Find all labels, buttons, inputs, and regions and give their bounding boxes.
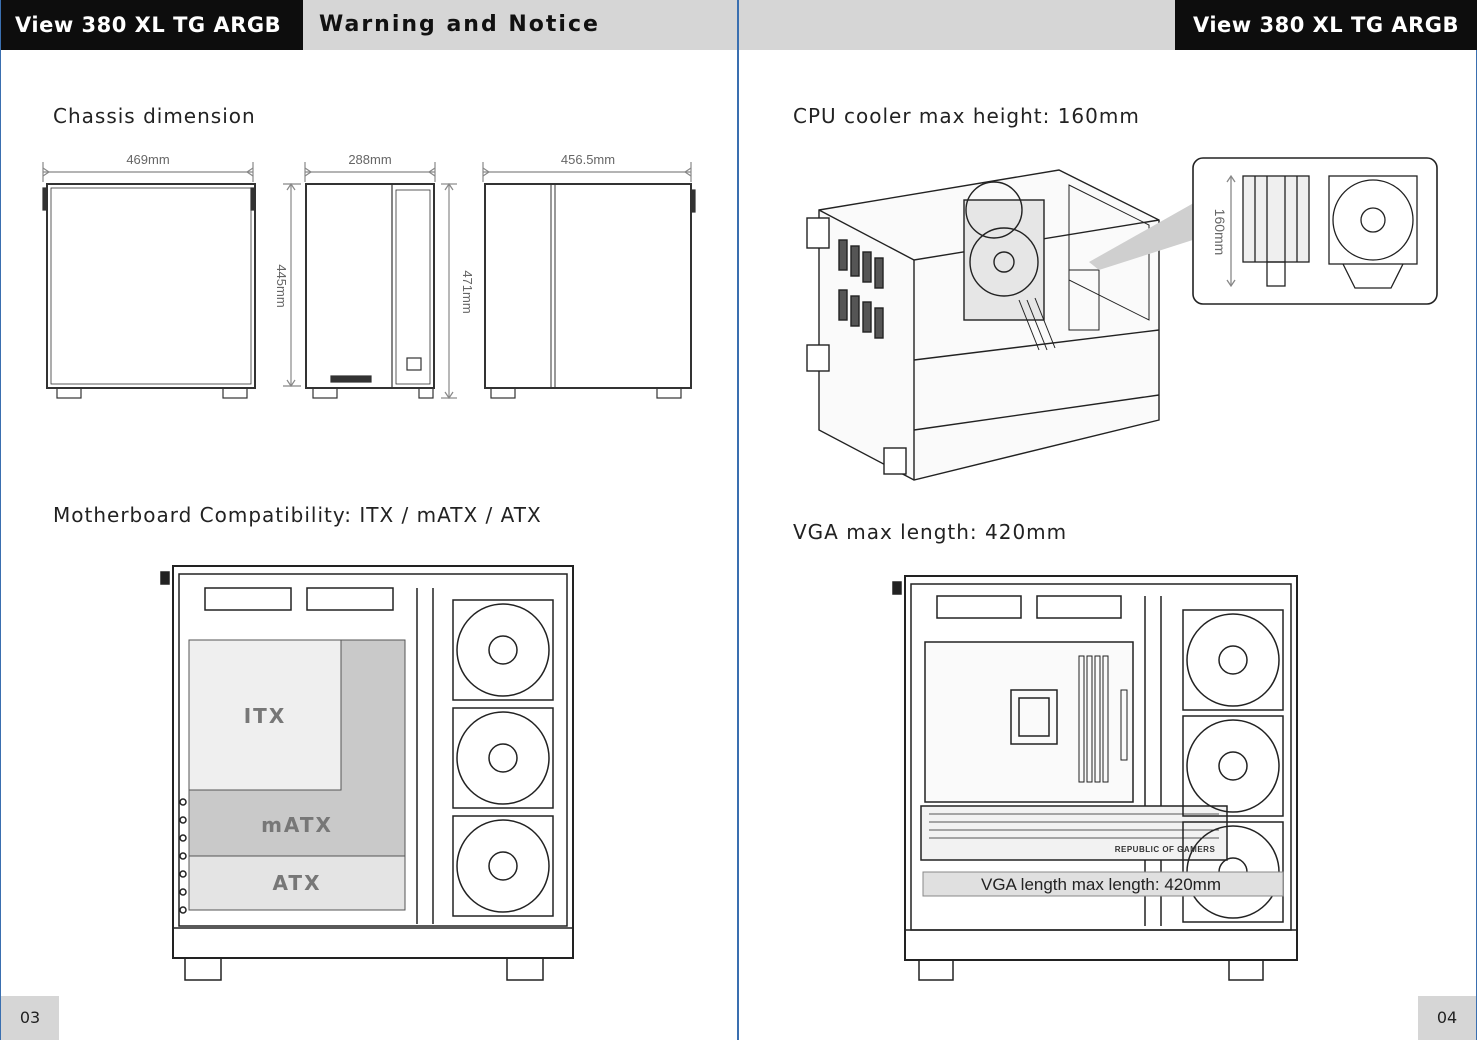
chassis-dimension-title: Chassis dimension: [53, 104, 256, 128]
motherboard-compatibility-diagram: ITX mATX ATX: [160, 565, 574, 981]
cpu-cooler-diagram: 160mm: [806, 157, 1438, 481]
front-view: [46, 183, 256, 389]
brand-label-left: View 380 XL TG ARGB: [1, 0, 303, 50]
chassis-dimension-diagram: 469mm 288mm 456.5mm 445mm 471mm: [42, 152, 696, 400]
dim-depth-label: 288mm: [348, 152, 391, 167]
vga-length-title: VGA max length: 420mm: [793, 520, 1068, 544]
cpu-cooler: [963, 199, 1045, 321]
matx-label: mATX: [261, 813, 333, 837]
case-iso: [818, 169, 1160, 481]
left-page: View 380 XL TG ARGB Warning and Notice C…: [0, 0, 738, 1040]
atx-label: ATX: [273, 871, 322, 895]
dim-height-front-label: 445mm: [274, 264, 289, 307]
dim-height-total-label: 471mm: [460, 270, 475, 313]
page-divider: [737, 0, 739, 1040]
cooler-height-label: 160mm: [1212, 209, 1228, 256]
page-title: Warning and Notice: [319, 12, 600, 37]
motherboard-compatibility-title: Motherboard Compatibility: ITX / mATX / …: [53, 503, 542, 527]
dim-width-label: 469mm: [126, 152, 169, 167]
vga-length-diagram: REPUBLIC OF GAMERS VGA length max length…: [892, 575, 1298, 981]
cpu-socket: [1010, 689, 1058, 745]
itx-label: ITX: [244, 704, 287, 728]
cooler-front-view: [1328, 175, 1418, 265]
vga-caption-box: [922, 871, 1284, 897]
front-fans: [452, 599, 554, 917]
back-view: [484, 183, 692, 389]
gpu-brand-label: REPUBLIC OF GAMERS: [1115, 845, 1216, 854]
vga-motherboard: [924, 641, 1134, 803]
page-number-right: 04: [1418, 996, 1476, 1040]
graphics-card: [920, 805, 1228, 861]
cpu-cooler-title: CPU cooler max height: 160mm: [793, 104, 1140, 128]
side-view: [305, 183, 435, 389]
itx-zone: [188, 639, 342, 791]
dim-depth-side-label: 456.5mm: [561, 152, 615, 167]
vga-caption: VGA length max length: 420mm: [981, 875, 1221, 894]
right-page: View 380 XL TG ARGB CPU cooler max heigh…: [739, 0, 1477, 1040]
brand-label-right: View 380 XL TG ARGB: [1175, 0, 1477, 50]
page-number-left: 03: [1, 996, 59, 1040]
